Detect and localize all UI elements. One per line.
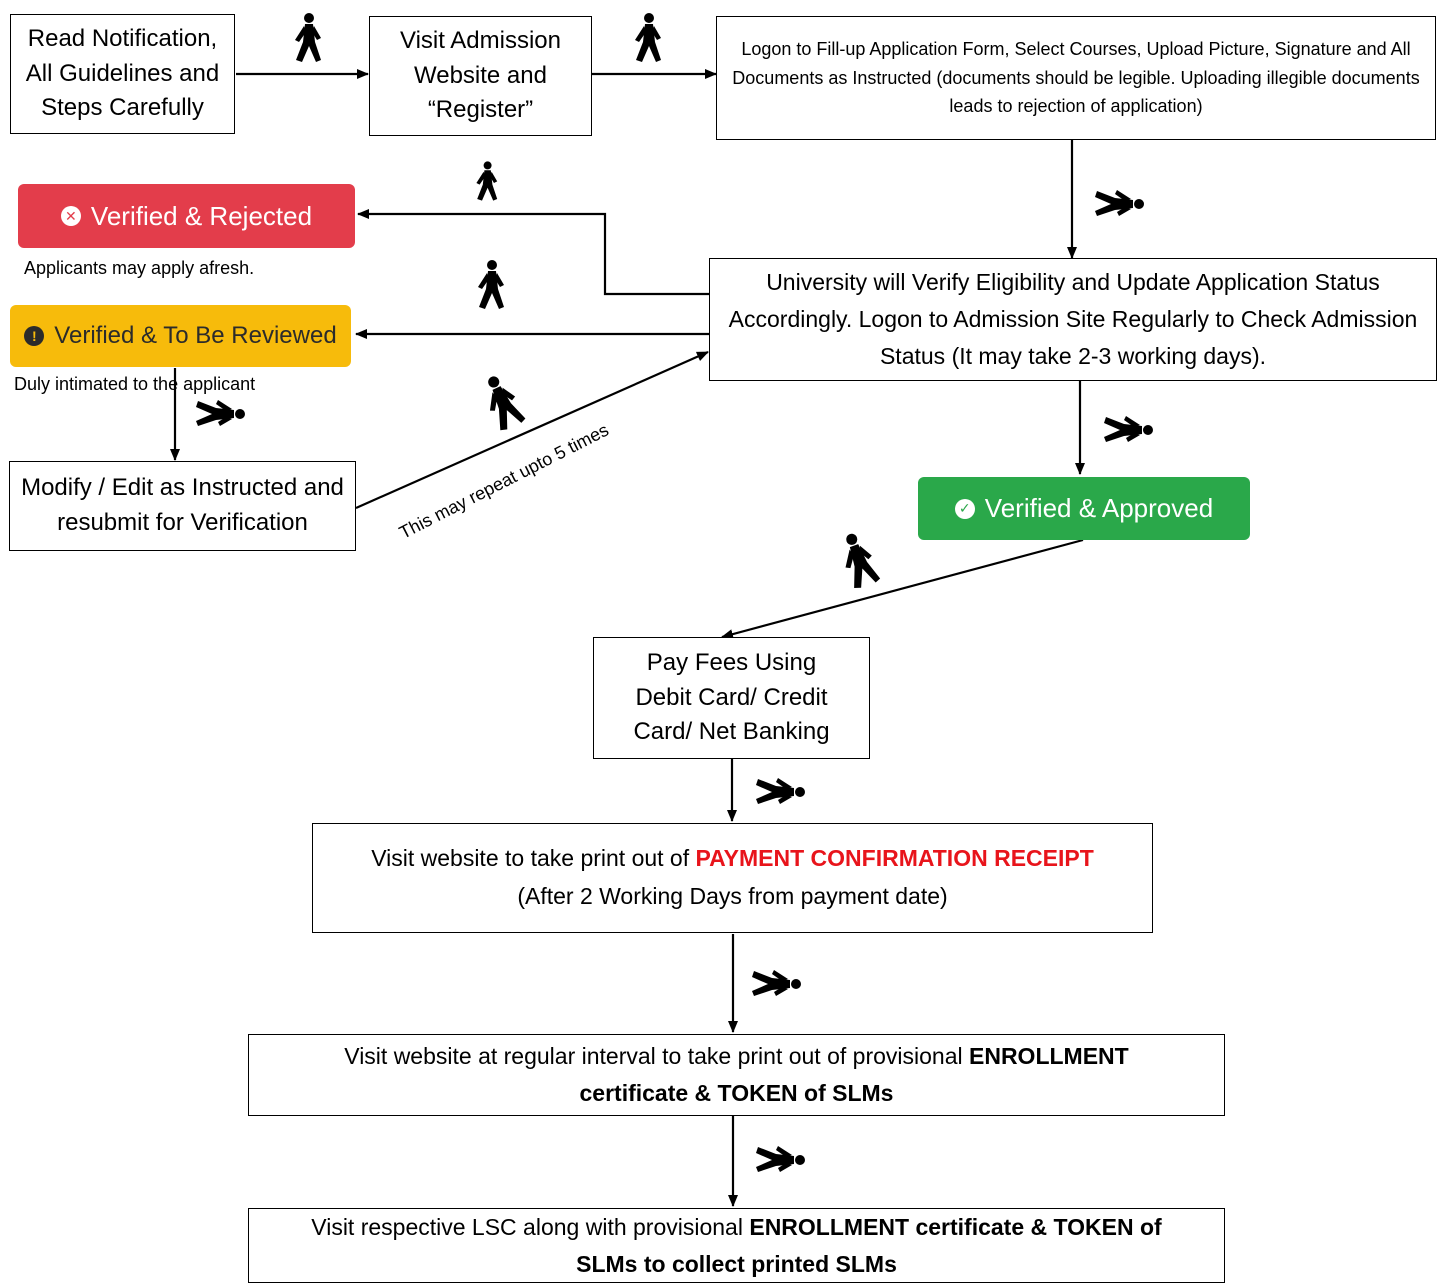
receipt-line-1: Visit website to take print out of PAYME… <box>371 840 1094 878</box>
lsc-line-1: Visit respective LSC along with provisio… <box>311 1209 1161 1246</box>
step-visit-lsc: Visit respective LSC along with provisio… <box>248 1208 1225 1283</box>
step-enrollment: Visit website at regular interval to tak… <box>248 1034 1225 1116</box>
step-university-verify-text: University will Verify Eligibility and U… <box>728 269 1418 369</box>
lsc-bold-2: SLMs to collect printed SLMs <box>576 1250 897 1277</box>
step-logon-fillup-text: Logon to Fill-up Application Form, Selec… <box>732 38 1420 117</box>
step-read-notification-text: Read Notification, All Guidelines and St… <box>25 24 220 122</box>
walker-icon <box>752 970 801 996</box>
walker-icon <box>756 1146 805 1172</box>
badge-rejected-label: Verified & Rejected <box>90 200 313 231</box>
badge-verified-approved: ✓ Verified & Approved <box>918 477 1250 540</box>
step-visit-admission-text: Visit Admission Website and “Register” <box>400 26 561 124</box>
walker-icon <box>476 161 498 201</box>
step-read-notification: Read Notification, All Guidelines and St… <box>10 14 235 134</box>
receipt-prefix: Visit website to take print out of <box>371 845 696 872</box>
arrow-approved-to-pay <box>721 538 1084 639</box>
enroll-bold-2: certificate & TOKEN of SLMs <box>579 1080 894 1106</box>
step-pay-fees: Pay Fees Using Debit Card/ Credit Card/ … <box>593 637 870 759</box>
walker-icon <box>635 13 661 62</box>
walker-icon <box>478 260 504 309</box>
arrow-modify-to-verify <box>355 350 709 510</box>
badge-verified-review: ! Verified & To Be Reviewed <box>10 305 351 367</box>
step-modify-edit: Modify / Edit as Instructed and resubmit… <box>9 461 356 551</box>
note-review: Duly intimated to the applicant <box>14 374 256 394</box>
walker-icon <box>196 400 245 426</box>
check-circle-icon: ✓ <box>954 498 975 519</box>
enroll-prefix: Visit website at regular interval to tak… <box>344 1043 969 1070</box>
receipt-suffix: (After 2 Working Days from payment date) <box>517 883 948 909</box>
step-university-verify: University will Verify Eligibility and U… <box>709 258 1437 381</box>
exclamation-circle-icon: ! <box>24 326 45 346</box>
lsc-prefix: Visit respective LSC along with provisio… <box>311 1213 750 1240</box>
lsc-bold-1: ENROLLMENT certificate & TOKEN of <box>749 1213 1162 1240</box>
walker-icon <box>295 13 321 62</box>
step-logon-fillup: Logon to Fill-up Application Form, Selec… <box>716 16 1436 140</box>
note-rejected: Applicants may apply afresh. <box>24 258 255 278</box>
walker-icon <box>756 778 805 804</box>
arrow-verify-to-rejected <box>357 209 709 296</box>
badge-review-label: Verified & To Be Reviewed <box>54 322 337 349</box>
badge-approved-label: Verified & Approved <box>984 493 1214 523</box>
step-pay-fees-text: Pay Fees Using Debit Card/ Credit Card/ … <box>633 648 830 746</box>
enroll-line-1: Visit website at regular interval to tak… <box>344 1038 1128 1075</box>
walker-icon <box>1095 190 1144 216</box>
badge-verified-rejected: ✕ Verified & Rejected <box>18 184 355 248</box>
walker-icon <box>845 533 881 588</box>
walker-icon <box>1104 416 1153 442</box>
step-payment-receipt: Visit website to take print out of PAYME… <box>312 823 1153 933</box>
step-visit-admission: Visit Admission Website and “Register” <box>369 16 592 136</box>
receipt-highlight: PAYMENT CONFIRMATION RECEIPT <box>695 845 1094 872</box>
walker-icon <box>488 376 526 431</box>
step-modify-edit-text: Modify / Edit as Instructed and resubmit… <box>21 474 344 536</box>
times-circle-icon: ✕ <box>60 206 81 226</box>
enroll-bold-1: ENROLLMENT <box>969 1043 1129 1070</box>
